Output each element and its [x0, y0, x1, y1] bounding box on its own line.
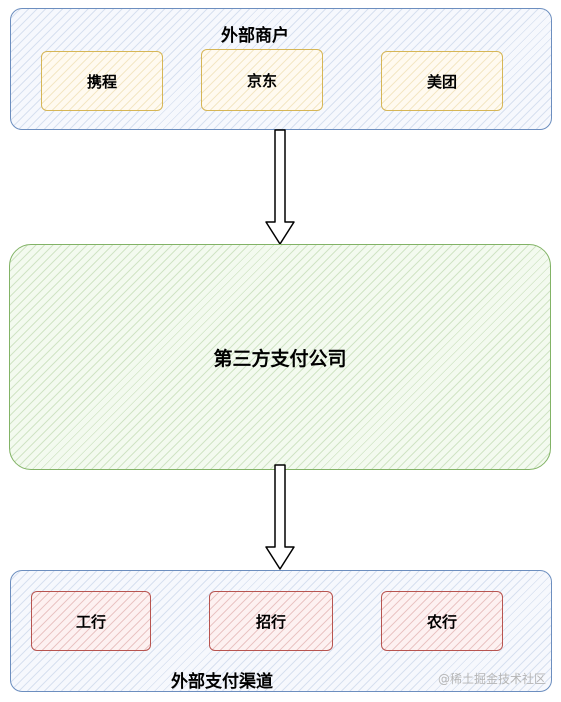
- channels-title: 外部支付渠道: [171, 672, 273, 692]
- down-arrow-icon: [265, 129, 295, 245]
- channel-label: 招行: [255, 612, 286, 631]
- merchant-meituan: 美团: [381, 51, 503, 111]
- third-party-payment-company: 第三方支付公司: [9, 244, 551, 470]
- channels-group: 工行 招行 农行 外部支付渠道: [10, 570, 552, 692]
- merchant-label: 京东: [246, 71, 277, 90]
- watermark: @稀土掘金技术社区: [438, 672, 547, 686]
- merchant-label: 携程: [86, 72, 117, 91]
- merchant-label: 美团: [426, 72, 457, 91]
- merchant-jd: 京东: [201, 49, 323, 111]
- merchant-ctrip: 携程: [41, 51, 163, 111]
- down-arrow-icon: [265, 464, 295, 570]
- channel-cmb: 招行: [209, 591, 333, 651]
- channel-label: 农行: [426, 612, 457, 631]
- channel-label: 工行: [75, 612, 106, 631]
- merchants-group: 外部商户 携程 京东 美团: [10, 8, 552, 130]
- center-label: 第三方支付公司: [213, 347, 347, 370]
- channel-abc: 农行: [381, 591, 503, 651]
- merchants-title: 外部商户: [221, 26, 289, 46]
- channel-icbc: 工行: [31, 591, 151, 651]
